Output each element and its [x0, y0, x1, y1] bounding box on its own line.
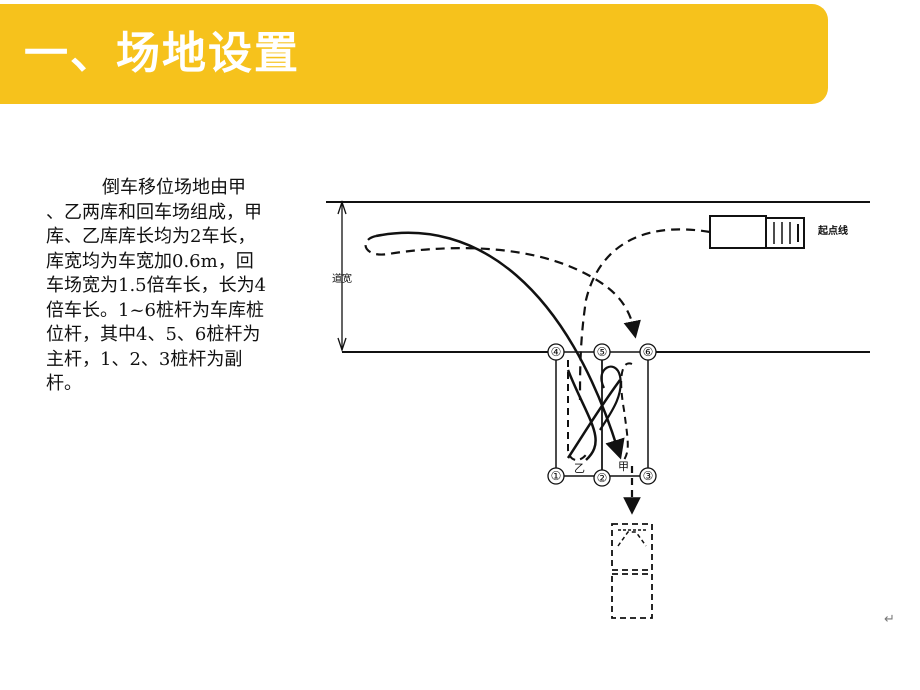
- svg-text:③: ③: [643, 469, 654, 483]
- forward-path: [375, 231, 625, 460]
- start-line-label: 起点线: [817, 224, 848, 237]
- reverse-path-loop: [364, 234, 641, 339]
- reverse-path-inner-b: [567, 360, 589, 461]
- forward-path-b: [566, 369, 597, 461]
- return-mark: ↵: [884, 612, 895, 627]
- start-car-icon: [709, 215, 805, 249]
- reverse-path-main: [578, 228, 711, 401]
- dimension-arrow-top: [337, 199, 347, 215]
- dimension-arrow-bottom: [337, 337, 347, 353]
- exit-car-icon: [611, 523, 653, 619]
- svg-text:④: ④: [551, 345, 562, 359]
- garage-b-label: 乙: [574, 462, 585, 475]
- svg-text:②: ②: [597, 471, 608, 485]
- pole-6: ⑥: [639, 343, 657, 361]
- svg-text:⑥: ⑥: [643, 345, 654, 359]
- svg-text:⑤: ⑤: [597, 345, 608, 359]
- pole-5: ⑤: [593, 343, 611, 361]
- page-title: 一、场地设置: [24, 28, 300, 79]
- road-width-label: 道宽: [332, 272, 352, 285]
- parking-diagram: 道宽 起点线 ④ ⑤ ⑥ ①: [326, 199, 870, 619]
- cross-path: [566, 379, 622, 459]
- description-text: 倒车移位场地由甲 、乙两库和回车场组成，甲库、乙库库长均为2车长，库宽均为车宽加…: [46, 177, 267, 394]
- pole-4: ④: [547, 343, 565, 361]
- garage-a-box: [601, 351, 649, 477]
- reverse-path-loop-a: [599, 365, 622, 431]
- pole-1: ①: [547, 467, 565, 485]
- garage-a-label: 甲: [618, 460, 629, 473]
- svg-text:①: ①: [551, 469, 562, 483]
- pole-2: ②: [593, 469, 611, 487]
- title-bar: 一、场地设置: [0, 4, 828, 104]
- reverse-path-inner-a: [620, 362, 633, 461]
- pole-3: ③: [639, 467, 657, 485]
